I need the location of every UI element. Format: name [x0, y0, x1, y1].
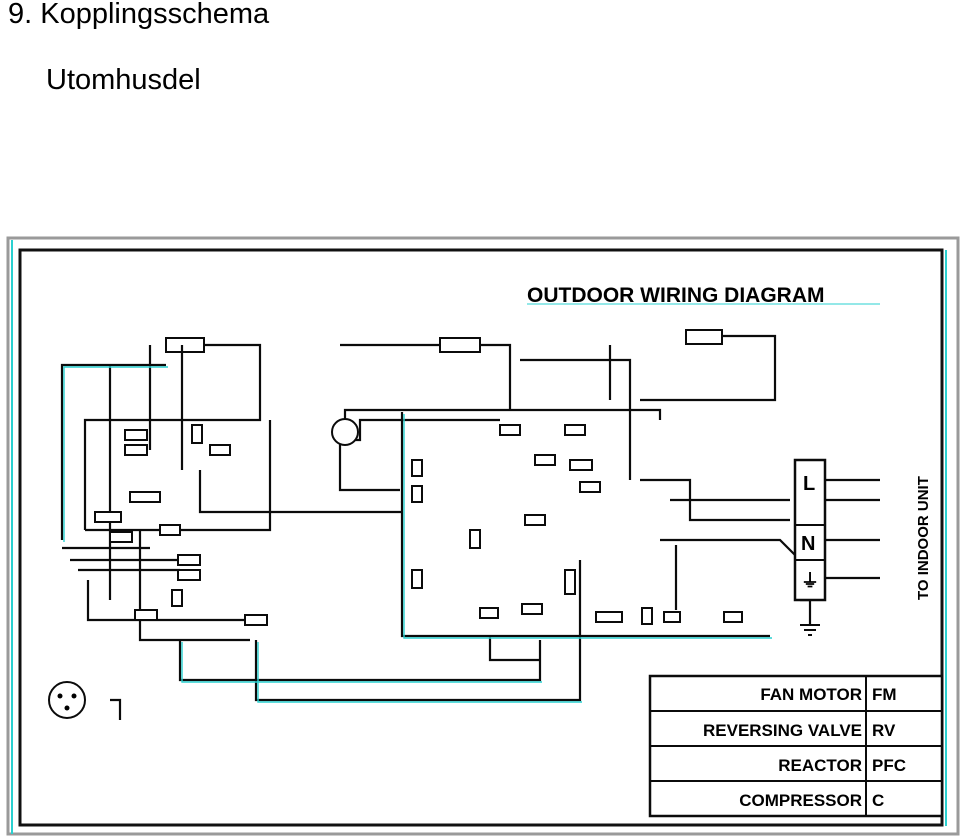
board-components [94, 424, 743, 626]
legend-code-3: PFC [872, 756, 906, 775]
terminal-block [793, 458, 827, 602]
diagram-title: OUTDOOR WIRING DIAGRAM [527, 284, 824, 307]
legend-name-3: REACTOR [778, 756, 862, 775]
wiring-lines [60, 334, 880, 720]
top-component-2 [439, 337, 481, 353]
legend-code-2: RV [872, 721, 896, 740]
legend-table: FAN MOTOR FM REVERSING VALVE RV REACTOR … [648, 674, 944, 818]
wiring-shadow [63, 366, 772, 703]
compressor-symbol [48, 681, 86, 719]
terminal-label-ground: ⏚ [801, 571, 819, 591]
ground-icon [800, 624, 820, 636]
top-component-3 [685, 329, 723, 345]
top-component-1 [165, 337, 205, 353]
inner-frame [18, 248, 944, 827]
terminal-label-n: N [801, 533, 815, 555]
outer-frame [6, 236, 960, 836]
page-title: 9. Kopplingsschema [8, 0, 270, 30]
legend-code-1: FM [872, 685, 897, 704]
legend-name-1: FAN MOTOR [760, 685, 862, 704]
legend-name-2: REVERSING VALVE [703, 721, 862, 740]
side-label: TO INDOOR UNIT [915, 476, 932, 600]
legend-name-4: COMPRESSOR [739, 791, 862, 810]
terminal-label-l: L [803, 473, 815, 495]
legend-code-4: C [872, 791, 884, 810]
fan-motor-symbol [331, 418, 359, 446]
page-subtitle: Utomhusdel [46, 64, 201, 96]
